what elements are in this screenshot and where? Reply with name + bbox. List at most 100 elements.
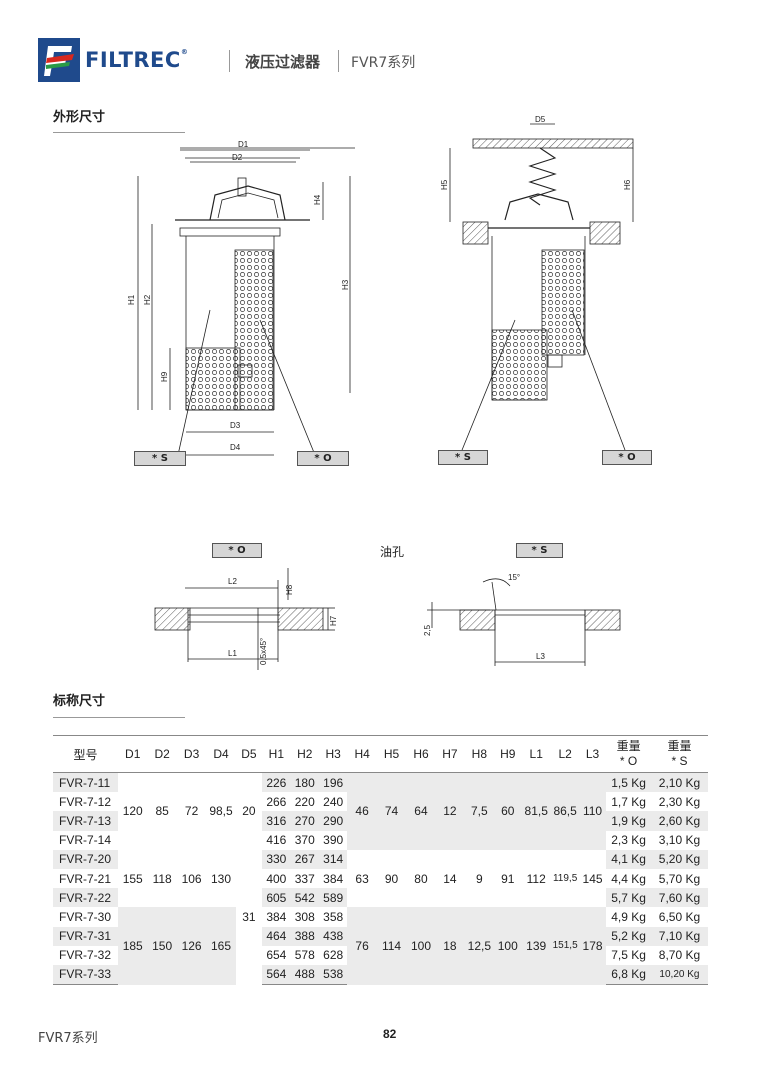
cell-d4: 98,5 [206,772,236,850]
cell-weight-s: 2,60 Kg [650,811,708,831]
cell-d4: 130 [206,849,236,908]
table-row: FVR-7-33 564 488 538 6,8 Kg 10,20 Kg [53,964,708,986]
cell-h3: 589 [318,888,348,908]
cell-weight-s: 2,30 Kg [650,792,708,812]
dim-label-d1: D1 [238,140,249,149]
cell-h3: 538 [318,964,348,986]
dim-label-h4: H4 [313,194,322,205]
dim-label-2-5: 2,5 [423,624,432,636]
dim-label-h9: H9 [160,371,169,382]
dim-label-h8: H8 [285,584,294,595]
col-header-h3: H3 [318,735,348,773]
cell-h1: 605 [262,888,291,908]
cell-model: FVR-7-31 [53,926,118,946]
col-header-h7: H7 [435,735,465,773]
cell-model: FVR-7-22 [53,888,118,908]
footer-series: FVR7系列 [38,1031,98,1046]
brand-text: FILTREC [85,48,181,72]
col-header-d4: D4 [206,735,236,773]
col-header-l3: L3 [578,735,607,773]
table-row: FVR-7-32 654 578 628 7,5 Kg 8,70 Kg [53,945,708,965]
cell-h2: 220 [290,792,319,812]
section-rule [53,717,185,718]
cell-h2: 542 [290,888,319,908]
cell-h7: 12 [435,772,465,850]
weight-o-title: 重量 [616,739,641,753]
cell-d5: 31 [235,907,263,927]
cell-h5: 90 [376,849,407,908]
cell-l3: 110 [578,772,607,850]
cell-model: FVR-7-32 [53,945,118,965]
cell-h2: 388 [290,926,319,946]
cell-weight-o: 1,7 Kg [606,792,651,812]
col-header-h4: H4 [347,735,377,773]
cell-model: FVR-7-30 [53,907,118,927]
cell-h6: 100 [406,907,436,985]
cell-h8: 7,5 [464,772,495,850]
col-header-d2: D2 [147,735,177,773]
dim-label-d2: D2 [232,153,243,162]
cell-h9: 91 [494,849,521,908]
cell-d3: 72 [176,772,207,850]
cell-weight-o: 6,8 Kg [606,964,651,986]
header-divider [338,50,339,72]
cell-h2: 370 [290,830,319,850]
section-rule [53,132,185,133]
cell-h5: 114 [376,907,407,985]
brand-logo [38,38,80,82]
dim-label-d5: D5 [535,115,546,124]
port-detail-drawing: L2 L1 H8 H7 0,5x45° 2,5 15° L3 [154,568,621,670]
cell-h3: 196 [318,772,348,793]
tag-o-detail: * O [212,543,262,558]
tag-s-detail: * S [516,543,563,558]
dim-label-d4: D4 [230,443,241,452]
dim-label-l2: L2 [228,577,237,586]
dim-label-d3: D3 [230,421,241,430]
table-row: FVR-7-12 266 220 240 1,7 Kg 2,30 Kg [53,792,708,812]
cell-l1: 112 [520,849,552,908]
cell-l2: 151,5 [551,907,579,985]
dimensions-table: 型号 D1 D2 D3 D4 D5 H1 H2 H3 H4 H5 H6 H7 H… [53,735,708,986]
table-row: FVR-7-20 155 118 106 130 330 267 314 63 … [53,849,708,908]
cell-h1: 316 [262,811,291,831]
cell-weight-o: 4,9 Kg [606,907,651,927]
cell-d5: 20 [235,772,263,850]
cell-weight-s: 2,10 Kg [650,772,708,793]
cell-h2: 267 [290,849,319,869]
cell-model: FVR-7-21 [53,868,118,889]
cell-model: FVR-7-13 [53,811,118,831]
cell-weight-s: 3,10 Kg [650,830,708,850]
cell-weight-s: 6,50 Kg [650,907,708,927]
col-header-l2: L2 [551,735,579,773]
cell-h4: 46 [347,772,377,850]
header-divider [229,50,230,72]
header-series: FVR7系列 [351,55,416,71]
cell-weight-o: 5,2 Kg [606,926,651,946]
cell-h5: 74 [376,772,407,850]
col-header-d3: D3 [176,735,207,773]
cell-l1: 139 [520,907,552,985]
dim-label-h7: H7 [329,615,338,626]
cell-h3: 628 [318,945,348,965]
tag-o-left: * O [297,451,349,466]
table-row: FVR-7-13 316 270 290 1,9 Kg 2,60 Kg [53,811,708,831]
dim-label-angle: 15° [508,573,520,582]
cell-h2: 180 [290,772,319,793]
weight-o-sub: * O [619,754,638,768]
cell-weight-s: 5,20 Kg [650,849,708,869]
table-row: FVR-7-21 400 337 384 4,4 Kg 5,70 Kg [53,868,708,889]
cell-d3: 106 [176,849,207,908]
cell-d5-empty [235,849,263,908]
header-title: 液压过滤器 [245,53,321,71]
cell-model: FVR-7-11 [53,772,118,793]
cell-d1: 155 [117,849,148,908]
dim-label-h5: H5 [440,179,449,190]
cell-weight-s: 10,20 Kg [650,964,708,986]
cell-h1: 564 [262,964,291,986]
dim-label-h3: H3 [341,279,350,290]
col-header-h6: H6 [406,735,436,773]
dim-label-l1: L1 [228,649,237,658]
cell-h7: 18 [435,907,465,985]
col-header-model: 型号 [53,735,118,773]
page-number: 82 [383,1027,397,1041]
